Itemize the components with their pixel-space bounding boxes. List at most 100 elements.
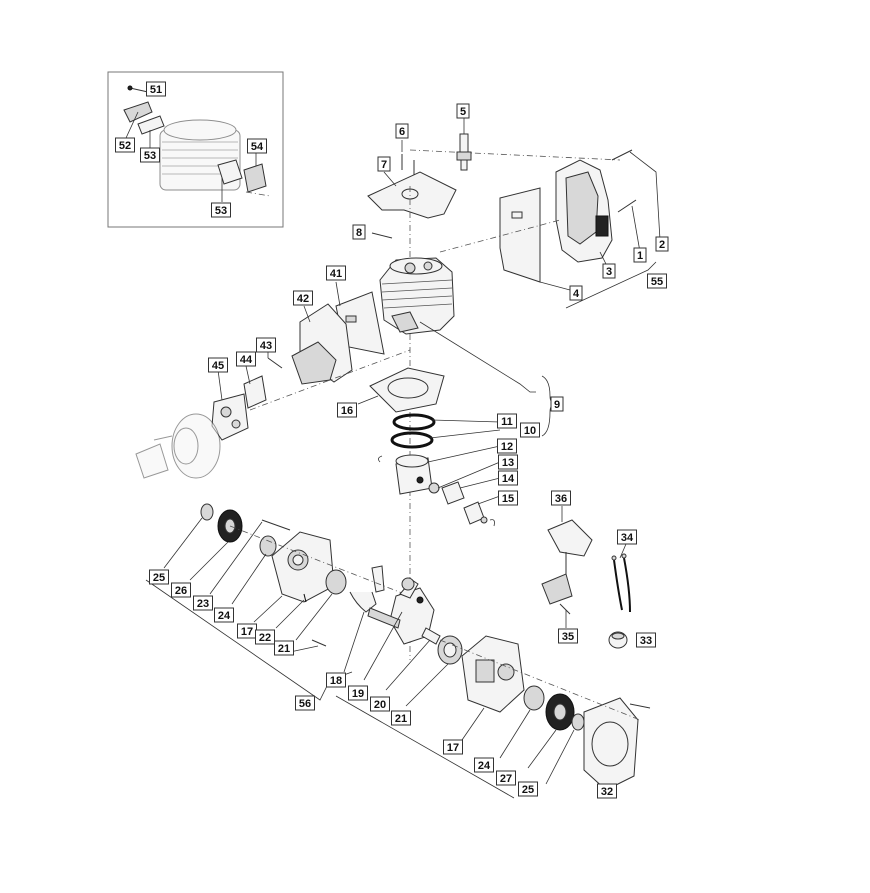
callout-c18: 18 [326, 672, 346, 688]
callout-c4: 4 [569, 285, 583, 301]
callout-box [636, 632, 656, 648]
callout-number: 52 [119, 140, 131, 152]
callout-box [171, 582, 191, 598]
callout-number: 42 [297, 293, 309, 305]
callout-c33: 33 [636, 632, 656, 648]
crank-nut-right [571, 713, 585, 731]
callout-number: 21 [395, 713, 407, 725]
callout-number: 1 [637, 250, 643, 262]
callout-c53b: 53 [211, 202, 231, 218]
callout-c32: 32 [597, 783, 617, 799]
callout-box [602, 263, 616, 279]
callout-number: 53 [144, 150, 156, 162]
callout-c12: 12 [497, 438, 517, 454]
callout-number: 32 [601, 786, 613, 798]
base-gasket [369, 367, 445, 413]
callout-number: 18 [330, 675, 342, 687]
callout-c27: 27 [496, 770, 516, 786]
callout-c6: 6 [395, 123, 409, 139]
callout-c36: 36 [551, 490, 571, 506]
callout-labels: 5152535453567821345541424344451611101213… [115, 81, 669, 799]
callout-number: 13 [502, 457, 514, 469]
callout-number: 20 [374, 699, 386, 711]
callout-c44: 44 [236, 351, 256, 367]
main-bearing-right [437, 635, 463, 665]
callout-box [655, 236, 669, 252]
callout-box [236, 351, 256, 367]
oil-seal-left [259, 535, 277, 557]
ignition-cover [547, 519, 593, 557]
cylinder-cover-bolts [401, 154, 415, 178]
callout-number: 45 [212, 360, 224, 372]
callout-box [551, 490, 571, 506]
callout-number: 43 [260, 340, 272, 352]
callout-box [496, 770, 516, 786]
callout-c17b: 17 [443, 739, 463, 755]
callout-c20: 20 [370, 696, 390, 712]
callout-box [497, 438, 517, 454]
callout-number: 36 [555, 493, 567, 505]
callout-box [211, 202, 231, 218]
callout-c8: 8 [352, 224, 366, 240]
callout-c16: 16 [337, 402, 357, 418]
callout-number: 9 [554, 399, 560, 411]
callout-c17a: 17 [237, 623, 257, 639]
callout-number: 25 [522, 784, 534, 796]
callout-number: 24 [478, 760, 491, 772]
callout-c24a: 24 [214, 607, 234, 623]
muffler-assembly [409, 149, 661, 309]
callout-number: 35 [562, 631, 574, 643]
callout-box [498, 470, 518, 486]
callout-number: 44 [240, 354, 253, 366]
callout-number: 21 [278, 643, 290, 655]
callout-c2: 2 [655, 236, 669, 252]
main-bearing-left [325, 569, 347, 595]
callout-c10: 10 [520, 422, 540, 438]
callout-box [256, 337, 276, 353]
callout-number: 10 [524, 425, 536, 437]
piston-rings [390, 413, 436, 449]
crank-nut-left [200, 503, 214, 521]
crankcase-right-group [335, 635, 651, 799]
callout-c54: 54 [247, 138, 267, 154]
callout-box [498, 454, 518, 470]
callout-c13: 13 [498, 454, 518, 470]
callout-number: 56 [299, 698, 311, 710]
callout-c1: 1 [633, 247, 647, 263]
callout-c9: 9 [550, 396, 564, 412]
callout-number: 5 [460, 106, 466, 118]
callout-box [520, 422, 540, 438]
callout-box [550, 396, 564, 412]
callout-c11: 11 [497, 413, 517, 429]
callout-box [498, 490, 518, 506]
spark-plug [456, 133, 472, 171]
crankcase-left-group [145, 503, 421, 701]
needle-bearing [428, 482, 440, 494]
callout-c42: 42 [293, 290, 313, 306]
inset-screw [127, 85, 149, 93]
cylinder [379, 257, 455, 335]
callout-box [274, 640, 294, 656]
callout-c34: 34 [617, 529, 637, 545]
piston-group [378, 445, 501, 527]
callout-box [617, 529, 637, 545]
callout-number: 34 [621, 532, 634, 544]
callout-box [647, 273, 667, 289]
callout-number: 8 [356, 227, 362, 239]
callout-number: 11 [501, 416, 513, 428]
callout-number: 15 [502, 493, 514, 505]
callout-number: 14 [502, 473, 515, 485]
callout-box [193, 595, 213, 611]
callout-box [326, 672, 346, 688]
wire-bracket [349, 591, 377, 613]
callout-box [115, 137, 135, 153]
callout-number: 26 [175, 585, 187, 597]
callout-box [569, 285, 583, 301]
callout-box [395, 123, 409, 139]
crankshaft [363, 577, 441, 691]
callout-c25b: 25 [518, 781, 538, 797]
callout-box [348, 685, 368, 701]
carb-gasket [243, 375, 267, 409]
callout-box [474, 757, 494, 773]
callout-number: 2 [659, 239, 665, 251]
